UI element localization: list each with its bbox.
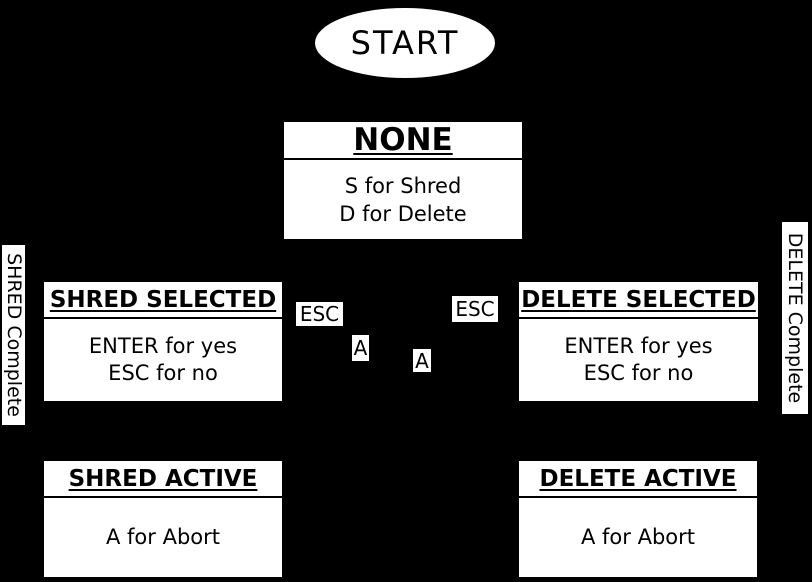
state-node-shred-selected: SHRED SELECTED ENTER for yes ESC for no (44, 282, 282, 401)
edge-label-esc-left: ESC (296, 302, 343, 326)
state-title-delete-selected: DELETE SELECTED (519, 282, 758, 319)
edge-label-a-right: A (413, 349, 431, 373)
state-body-line: ESC for no (583, 361, 694, 385)
state-node-delete-selected: DELETE SELECTED ENTER for yes ESC for no (519, 282, 758, 401)
edge-label-a-left: A (352, 335, 369, 361)
state-node-none: NONE S for Shred D for Delete (284, 122, 522, 239)
state-body-none: S for Shred D for Delete (284, 160, 522, 239)
state-body-line: S for Shred (344, 173, 462, 198)
state-body-line: D for Delete (339, 201, 467, 226)
state-body-shred-active: A for Abort (44, 498, 282, 577)
state-body-line: A for Abort (580, 525, 695, 549)
state-body-delete-active: A for Abort (519, 498, 757, 577)
edge-label-esc-right: ESC (452, 296, 498, 322)
state-body-shred-selected: ENTER for yes ESC for no (44, 319, 282, 401)
state-body-delete-selected: ENTER for yes ESC for no (519, 319, 758, 401)
start-node: START (315, 8, 495, 78)
state-body-line: A for Abort (105, 525, 220, 549)
side-label-shred-complete-text: SHRED Complete (2, 253, 25, 417)
state-title-shred-selected: SHRED SELECTED (44, 282, 282, 319)
state-body-line: ENTER for yes (564, 334, 713, 358)
state-body-line: ESC for no (108, 361, 218, 385)
state-title-none: NONE (284, 122, 522, 160)
state-title-shred-active: SHRED ACTIVE (44, 461, 282, 498)
state-title-delete-active: DELETE ACTIVE (519, 461, 757, 498)
state-body-line: ENTER for yes (88, 334, 238, 358)
state-node-shred-active: SHRED ACTIVE A for Abort (44, 461, 282, 577)
side-label-delete-complete-text: DELETE Complete (784, 232, 806, 404)
side-label-shred-complete: SHRED Complete (2, 245, 25, 425)
start-label: START (350, 24, 460, 62)
state-node-delete-active: DELETE ACTIVE A for Abort (519, 461, 757, 577)
side-label-delete-complete: DELETE Complete (782, 222, 808, 414)
